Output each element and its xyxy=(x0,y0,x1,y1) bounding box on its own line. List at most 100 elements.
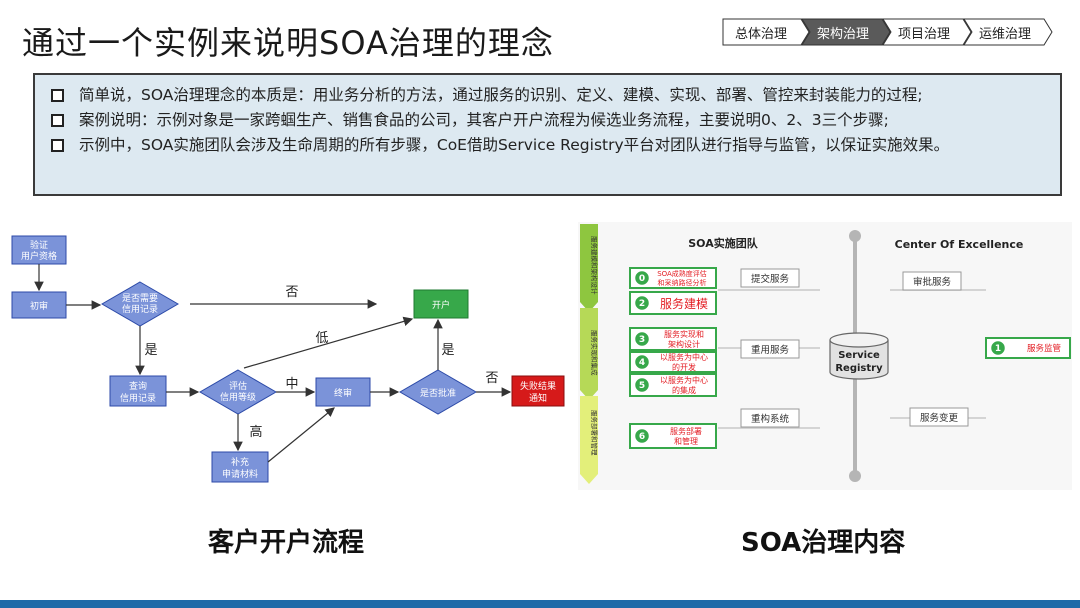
step-4-box xyxy=(629,351,717,373)
action-change: 服务变更 xyxy=(920,412,959,424)
action-reuse: 重用服务 xyxy=(751,344,790,356)
registry-text-2: Registry xyxy=(835,363,883,374)
flow-decision-approved xyxy=(399,369,477,415)
registry-cylinder xyxy=(829,332,889,380)
side-arrow-modeling xyxy=(580,224,598,312)
page-title: 通过一个实例来说明SOA治理的理念 xyxy=(22,24,554,62)
flow-label-mid: 中 xyxy=(285,377,298,392)
flow-node-prelim xyxy=(11,291,67,319)
side-label-deployment: 服务部署和管理 xyxy=(590,410,599,456)
summary-box: 简单说，SOA治理理念的本质是：用业务分析的方法，通过服务的识别、定义、建模、实… xyxy=(33,73,1062,196)
tab-architecture[interactable]: 架构治理 xyxy=(817,27,870,42)
flow-label-low: 低 xyxy=(315,331,328,346)
step-4-number: 4 xyxy=(639,358,645,368)
action-refactor-box xyxy=(740,408,800,428)
action-change-box xyxy=(909,407,969,427)
flow-node-fail xyxy=(511,375,565,407)
step-0-number: 0 xyxy=(639,274,645,284)
step-0-box xyxy=(629,267,717,289)
flow-arrow xyxy=(267,407,335,463)
step-6-number: 6 xyxy=(639,432,645,442)
registry-axis-bottom xyxy=(849,470,861,482)
action-refactor: 重构系统 xyxy=(751,413,790,425)
monitor-badge xyxy=(989,339,1007,357)
monitor-text: 服务监管 xyxy=(1027,343,1061,354)
account-flowchart: 验证 用户资格 初审 是否需要 信用记录 查询 信用记录 评估 信用等级 补充 … xyxy=(11,235,565,483)
step-3-text-1: 服务实现和 xyxy=(664,329,704,339)
flow-label-yes-2: 是 xyxy=(441,343,454,358)
side-label-implementation: 服务实现和集成 xyxy=(590,330,599,376)
flow-node-query-text-1: 查询 xyxy=(129,380,147,392)
registry-axis-top xyxy=(849,230,861,242)
step-5-text-1: 以服务为中心 xyxy=(660,375,708,385)
step-3-box xyxy=(629,327,717,351)
soa-governance-diagram: 服务建模和架构设计 服务实现和集成 服务部署和管理 SOA实施团队 Center… xyxy=(578,222,1072,490)
flow-decision-assess-text-1: 评估 xyxy=(229,380,247,392)
step-0-text-2: 和采纳路径分析 xyxy=(658,278,707,287)
step-0-badge xyxy=(633,269,651,287)
step-5-badge xyxy=(633,376,651,394)
registry-text-1: Service xyxy=(838,350,880,361)
step-3-number: 3 xyxy=(639,335,645,345)
action-approve-box xyxy=(902,271,962,291)
action-submit: 提交服务 xyxy=(751,273,790,285)
step-5-box xyxy=(629,373,717,397)
flow-arrow xyxy=(243,316,414,369)
flow-label-no-1: 否 xyxy=(285,285,298,300)
summary-item: 示例中，SOA实施团队会涉及生命周期的所有步骤，CoE借助Service Reg… xyxy=(45,133,1050,158)
flow-label-high: 高 xyxy=(249,424,262,440)
caption-account-flow: 客户开户流程 xyxy=(208,528,365,558)
checkbox-bullet-icon xyxy=(51,89,64,102)
flow-decision-need-credit-text-1: 是否需要 xyxy=(122,293,158,304)
step-2-text: 服务建模 xyxy=(660,296,708,311)
flow-label-yes-1: 是 xyxy=(144,343,157,358)
nav-tabs-shapes xyxy=(722,18,1053,46)
action-reuse-box xyxy=(740,339,800,359)
checkbox-bullet-icon xyxy=(51,139,64,152)
flow-label-no-2: 否 xyxy=(485,371,498,386)
summary-item: 简单说，SOA治理理念的本质是：用业务分析的方法，通过服务的识别、定义、建模、实… xyxy=(45,83,1050,108)
flow-node-fail-text-2: 通知 xyxy=(529,392,547,404)
flow-node-supplement xyxy=(211,451,269,483)
flow-node-query xyxy=(109,375,167,407)
step-5-text-2: 的集成 xyxy=(672,385,696,395)
summary-item: 案例说明：示例对象是一家跨蝈生产、销售食品的公司，其客户开户流程为候选业务流程，… xyxy=(45,108,1050,133)
flow-decision-need-credit xyxy=(101,281,179,327)
action-approve: 审批服务 xyxy=(913,276,952,288)
step-0-text-1: SOA成熟度评估 xyxy=(657,269,707,278)
flow-decision-approved-text: 是否批准 xyxy=(420,387,456,399)
flow-node-query-text-2: 信用记录 xyxy=(120,392,156,404)
tab-project[interactable]: 项目治理 xyxy=(898,27,951,42)
step-3-text-2: 架构设计 xyxy=(668,339,700,349)
step-2-number: 2 xyxy=(639,299,645,309)
flow-node-open-text: 开户 xyxy=(432,299,450,311)
flow-node-final-text: 终审 xyxy=(334,387,352,399)
step-3-badge xyxy=(633,330,651,348)
soa-team-title: SOA实施团队 xyxy=(688,236,758,250)
flow-node-supplement-text-2: 申请材料 xyxy=(222,468,258,480)
flow-node-supplement-text-1: 补充 xyxy=(231,456,249,468)
step-5-number: 5 xyxy=(639,381,645,391)
side-label-modeling: 服务建模和架构设计 xyxy=(590,236,599,295)
step-4-text-1: 以服务为中心 xyxy=(660,352,708,362)
flow-decision-assess xyxy=(199,369,277,415)
flow-node-verify-text-1: 验证 xyxy=(30,239,48,251)
side-arrow-implementation xyxy=(580,308,598,400)
coe-title: Center Of Excellence xyxy=(895,238,1024,251)
step-6-text-2: 和管理 xyxy=(674,436,698,446)
step-4-text-2: 的开发 xyxy=(672,362,696,372)
flow-node-final xyxy=(315,377,371,407)
flow-decision-need-credit-text-2: 信用记录 xyxy=(122,303,158,315)
tab-operations[interactable]: 运维治理 xyxy=(979,27,1032,42)
monitor-number: 1 xyxy=(995,344,1001,354)
flow-node-fail-text-1: 失败结果 xyxy=(520,380,556,392)
tab-overall[interactable]: 总体治理 xyxy=(735,27,788,42)
monitor-box xyxy=(985,337,1071,359)
step-2-box xyxy=(629,291,717,315)
checkbox-bullet-icon xyxy=(51,114,64,127)
caption-soa-governance: SOA治理内容 xyxy=(741,528,906,558)
step-4-badge xyxy=(633,353,651,371)
bottom-accent-bar xyxy=(0,600,1080,608)
flow-node-verify-text-2: 用户资格 xyxy=(21,250,57,262)
step-6-badge xyxy=(633,427,651,445)
